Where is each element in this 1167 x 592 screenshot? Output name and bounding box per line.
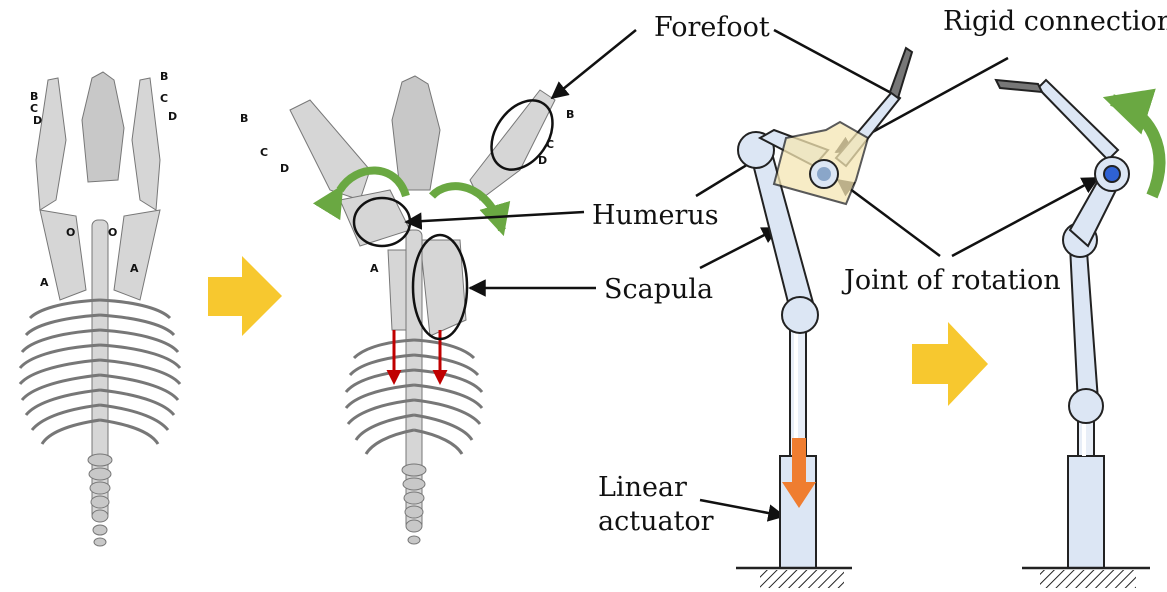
marker-a-mid: A [370, 262, 379, 275]
rotation-arrow-skeleton-right [432, 186, 502, 230]
marker-b-right: B [160, 70, 168, 83]
marker-d-right: D [168, 110, 177, 123]
robot-right-lower-link [1070, 238, 1098, 404]
leader-joint-robot-left [838, 180, 940, 256]
marker-b-mid-left: B [240, 112, 248, 125]
marker-d-mid-left: D [280, 162, 289, 175]
robot-right-forefoot-link [1038, 80, 1118, 160]
robot-left-forefoot-tip [890, 48, 912, 98]
marker-a-left: A [40, 276, 49, 289]
marker-o-left: O [66, 226, 75, 239]
transition-arrow-1 [208, 256, 282, 336]
robot-right-hip-joint [1069, 389, 1103, 423]
leader-scapula-robot [700, 228, 778, 268]
label-scapula: Scapula [604, 274, 713, 305]
robot-right-joint-pivot [1104, 166, 1120, 182]
skeleton-left [36, 72, 160, 520]
label-rigid-connection: Rigid connection [943, 6, 1167, 37]
ground-left [736, 568, 852, 588]
robot-left-hip-joint [782, 297, 818, 333]
robot-left-elbow-pivot [817, 167, 831, 181]
leader-forefoot-robot [774, 30, 895, 95]
marker-c-right: C [160, 92, 168, 105]
label-humerus: Humerus [592, 200, 719, 231]
forelimb-left-l [36, 78, 66, 210]
marker-c-mid-left: C [260, 146, 268, 159]
scapula-left-r [114, 210, 160, 300]
marker-b-mid-right: B [566, 108, 574, 121]
skeleton-middle [290, 76, 555, 530]
robot-right [996, 80, 1129, 568]
marker-o-right: O [108, 226, 117, 239]
ground-right [1022, 568, 1150, 588]
marker-d-left: D [33, 114, 42, 127]
label-linear-actuator-line2: actuator [598, 506, 714, 537]
skull-left [82, 72, 124, 182]
forelimb-left-r [132, 78, 160, 210]
robot-right-base-housing [1068, 456, 1104, 568]
forelimb-middle-l [290, 100, 370, 200]
robot-right-forefoot-tip [996, 80, 1042, 92]
label-forefoot: Forefoot [654, 12, 770, 43]
label-joint-of-rotation: Joint of rotation [841, 265, 1061, 296]
marker-a-right: A [130, 262, 139, 275]
label-linear-actuator-line1: Linear [598, 472, 687, 503]
leader-forefoot-skeleton [552, 30, 636, 98]
skull-middle [392, 76, 440, 190]
transition-arrow-2 [912, 322, 988, 406]
